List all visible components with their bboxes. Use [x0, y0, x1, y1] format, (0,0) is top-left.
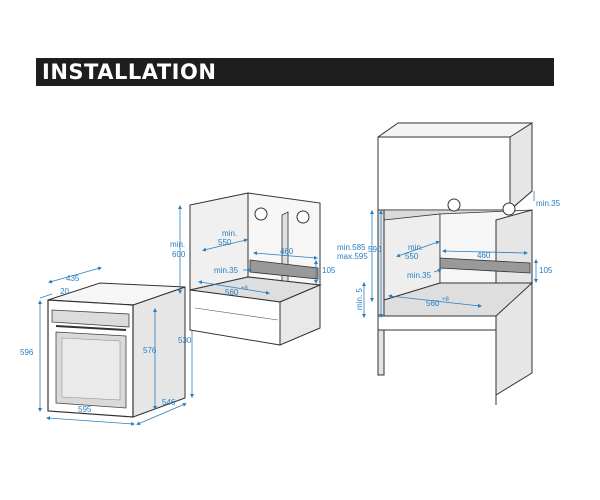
oven-dimensions: 435 20 596 576 530 595 546: [20, 266, 194, 426]
oven-width-label: 595: [78, 405, 92, 414]
oven-top-depth-label: 435: [66, 274, 80, 283]
tall-rail-width-label: 460: [477, 251, 491, 260]
tall-rail-height-label: 105: [539, 266, 553, 275]
oven-cabinet-height-label: 530: [178, 336, 192, 345]
undercounter-cabinet: [189, 192, 322, 346]
tall-dimensions: min.35 min.585 max.595 590 min. 550 460 …: [337, 191, 561, 318]
tall-base-label: min. 5: [355, 288, 364, 310]
uc-min-height-value: 600: [172, 250, 186, 259]
oven-depth-label: 546: [162, 398, 176, 407]
tall-min-rail-label: min.35: [407, 271, 432, 280]
oven-height-label: 596: [20, 348, 34, 357]
tall-height-max-label: max.595: [337, 252, 368, 261]
tall-height-min-label: min.585: [337, 243, 366, 252]
uc-tolerance-label: +8: [241, 286, 249, 292]
page-title: INSTALLATION: [42, 60, 217, 84]
oven-drawing: [47, 282, 186, 418]
uc-rail-width-label: 460: [280, 247, 294, 256]
oven-inner-height-label: 576: [143, 346, 157, 355]
tall-opening-width-label: 560: [426, 299, 440, 308]
tall-min-depth-value: 550: [405, 252, 419, 261]
uc-min-rail-label: min.35: [214, 266, 239, 275]
undercounter-dimensions: min. 600 min. 550 460 min.35 105 560 +8: [170, 205, 336, 297]
tall-min-depth-label: min.: [408, 243, 423, 252]
title-banner: INSTALLATION: [36, 58, 554, 86]
tall-height-value-label: 590: [368, 245, 382, 254]
tall-tolerance-label: +8: [442, 297, 450, 303]
oven-front-offset-label: 20: [60, 287, 69, 296]
uc-min-depth-label: min.: [222, 229, 237, 238]
uc-opening-width-label: 560: [225, 288, 239, 297]
uc-min-height-label: min.: [170, 240, 185, 249]
uc-min-depth-value: 550: [218, 238, 232, 247]
tall-cabinet: [377, 122, 534, 405]
uc-rail-height-label: 105: [322, 266, 336, 275]
tall-min-clearance-label: min.35: [536, 199, 561, 208]
